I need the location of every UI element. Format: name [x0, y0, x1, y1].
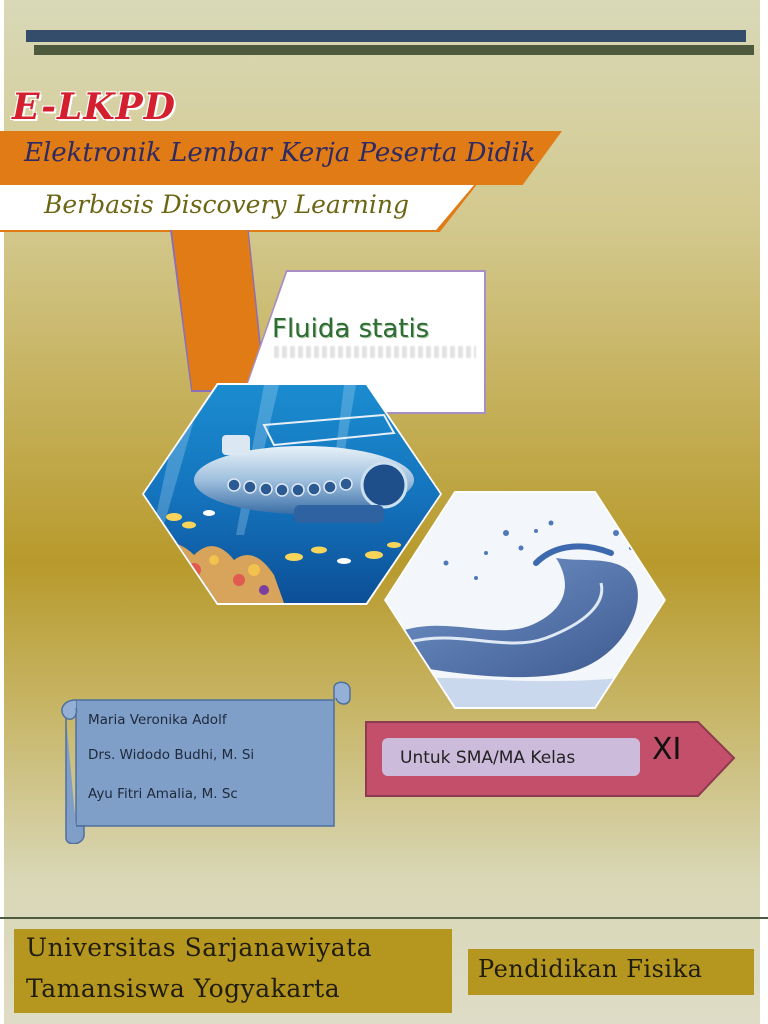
top-decor-bar-shadow [34, 45, 754, 55]
university-box [14, 929, 452, 1013]
top-decor-bar [26, 30, 746, 42]
program-box [468, 949, 754, 995]
university-line-2: Tamansiswa Yogyakarta [26, 974, 341, 1003]
author-name: Maria Veronika Adolf [88, 712, 227, 728]
author-name: Drs. Widodo Budhi, M. Si [88, 747, 255, 763]
scroll-shape [61, 681, 351, 845]
authors-scroll [54, 678, 354, 845]
topic-title: Fluida statis [272, 314, 430, 344]
title-banner [0, 131, 562, 185]
topic-title-reflection [274, 346, 476, 358]
banner-subtitle: Berbasis Discovery Learning [44, 190, 409, 219]
footer-divider [0, 917, 768, 919]
banner-title: Elektronik Lembar Kerja Peserta Didik [24, 138, 536, 168]
class-label: Untuk SMA/MA Kelas [400, 748, 576, 768]
elkpd-logo-text: E-LKPD [12, 86, 176, 128]
page-edge-right [760, 0, 768, 1024]
class-label-box [382, 738, 640, 776]
class-grade: XI [652, 732, 682, 767]
author-name: Ayu Fitri Amalia, M. Sc [88, 786, 238, 802]
subtitle-banner [0, 185, 474, 230]
university-line-1: Universitas Sarjanawiyata [26, 933, 373, 962]
page-edge-left [0, 0, 4, 1024]
program-name: Pendidikan Fisika [478, 955, 703, 983]
